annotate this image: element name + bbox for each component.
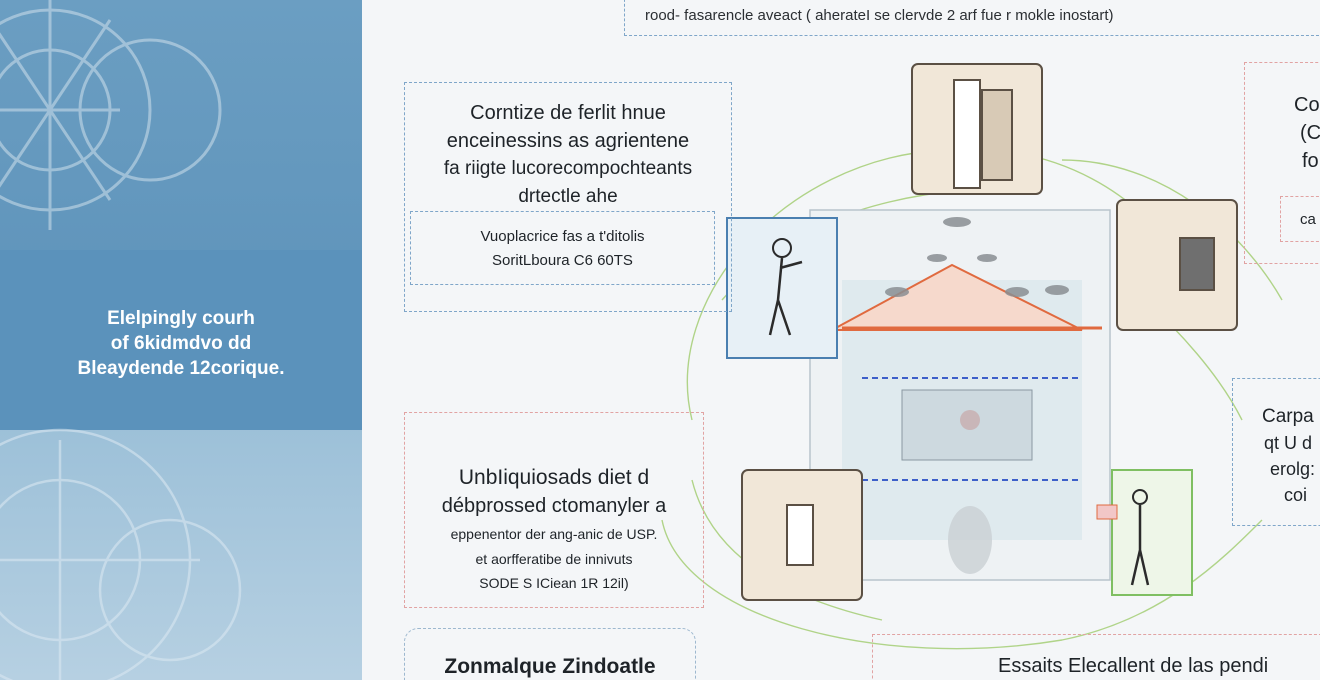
card-b-sub-3: SODE S ICiean 1R 12il) [479, 575, 629, 591]
sidebar-band [0, 250, 362, 430]
card-a-line-3: fa riigte lucorecompochteants [443, 158, 693, 179]
card-a-line-1: Corntize de ferlit hnue [470, 102, 666, 124]
card-b-sub-2: et aorfferatibe de innivuts [475, 551, 633, 567]
person-panel-left [726, 217, 838, 359]
card-c [404, 628, 696, 680]
sidebar-panel: Elelpingly courh of 6kidmdvo dd Bleayden… [0, 0, 362, 680]
cabinet-right [1116, 199, 1238, 331]
card-d-line-2: (C [1300, 122, 1320, 144]
card-b-sub-1: eppenentor der ang-anic de USP. [450, 526, 658, 542]
sidebar-caption: Elelpingly courh of 6kidmdvo dd Bleayden… [20, 306, 342, 381]
top-caption-text: rood- fasarencle aveact ( aherateI se cl… [645, 7, 1114, 24]
house-roof [831, 263, 1083, 331]
card-a-line-2: enceinessins as agrientene [446, 130, 690, 152]
card-d-line-1: Co [1294, 94, 1320, 116]
sidebar-caption-line-1: Elelpingly courh [107, 308, 255, 329]
diagram-illustration [661, 63, 1283, 650]
card-a [404, 82, 732, 312]
card-e [1232, 378, 1320, 526]
card-b [404, 412, 704, 608]
snowflake-decoration-icon [0, 0, 242, 680]
card-a-sub-1: Vuoplacrice fas a t'ditolis [480, 228, 645, 245]
card-d-line-3: fo [1302, 150, 1319, 172]
card-b-line-1: UnbIiquiosads diet d [458, 466, 650, 489]
card-c-title: Zonmalque Zindoatle [444, 655, 656, 678]
card-e-line-1: Carpa [1262, 406, 1314, 427]
card-a-subbox [410, 211, 715, 285]
card-d-sub: ca [1300, 211, 1316, 228]
card-f [872, 634, 1320, 680]
cabinet-bottom-left [741, 469, 863, 601]
person-panel-right [1111, 469, 1193, 596]
card-e-line-3: erolg: [1270, 459, 1316, 479]
diagram-area: rood- fasarencle aveact ( aherateI se cl… [362, 0, 1320, 680]
card-e-line-4: coi [1284, 485, 1308, 505]
card-d [1244, 62, 1320, 264]
card-a-line-4: drtectle ahe [518, 186, 618, 207]
card-b-line-2: débprossed ctomanyler a [441, 495, 667, 517]
cabinet-top [911, 63, 1043, 195]
card-d-subbox [1280, 196, 1320, 242]
sidebar-caption-line-3: Bleaydende 12corique. [77, 358, 285, 379]
top-caption-box [624, 0, 1320, 36]
card-a-sub-2: SoritLboura C6 60TS [492, 252, 633, 269]
sidebar-caption-line-2: of 6kidmdvo dd [110, 333, 252, 354]
card-f-text: Essaits Elecallent de las pendi [998, 655, 1269, 677]
card-e-line-2: qt U d [1264, 433, 1313, 453]
